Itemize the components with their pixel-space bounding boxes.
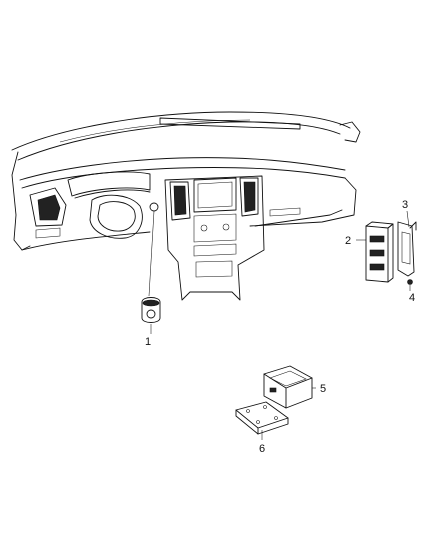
callout-5: 5: [320, 383, 326, 395]
callout-4: 4: [409, 292, 415, 304]
part-1-switch: [141, 210, 161, 334]
callout-3: 3: [402, 199, 408, 211]
callout-1: 1: [145, 336, 151, 348]
callout-6: 6: [259, 443, 265, 455]
part-2-module: [356, 221, 394, 283]
part-4-screw: [407, 279, 413, 291]
callout-2: 2: [345, 235, 351, 247]
part-6-plate: [235, 401, 289, 440]
part-5-module: [263, 365, 316, 409]
part-3-bracket: [397, 210, 417, 277]
instrument-panel: [11, 111, 361, 301]
